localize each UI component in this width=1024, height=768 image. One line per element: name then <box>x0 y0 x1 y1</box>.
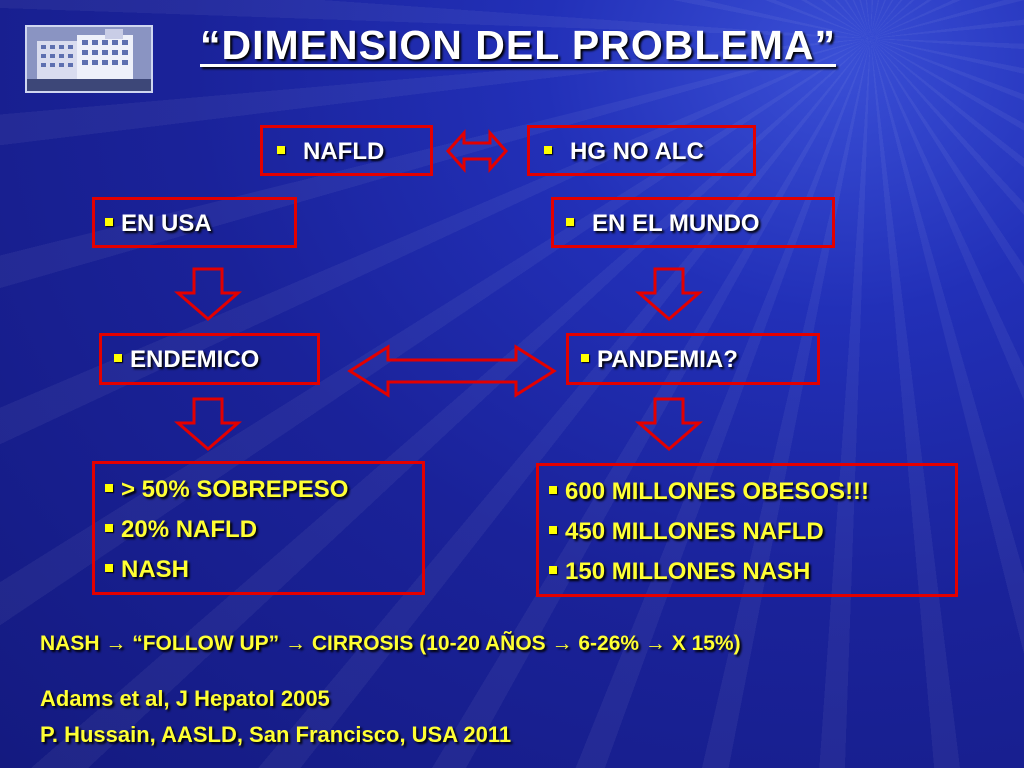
en-el-mundo-label: EN EL MUNDO <box>592 210 760 237</box>
box-world-stats: 600 MILLONES OBESOS!!! 450 MILLONES NAFL… <box>536 463 958 597</box>
box-pandemia: PANDEMIA? <box>566 333 820 385</box>
pandemia-label: PANDEMIA? <box>597 346 738 373</box>
bullet-icon <box>549 485 557 494</box>
down-arrow-icon <box>173 397 243 451</box>
bullet-icon <box>105 217 113 226</box>
bullet-icon <box>105 563 113 572</box>
box-hg-no-alc: HG NO ALC <box>527 125 756 176</box>
list-item: 600 MILLONES OBESOS!!! <box>549 478 869 506</box>
summary-range: 6-26% <box>578 632 640 655</box>
reference-1: Adams et al, J Hepatol 2005 <box>40 686 330 711</box>
down-arrow-icon <box>173 267 243 321</box>
bullet-icon <box>105 523 113 532</box>
bullet-icon <box>544 145 552 154</box>
list-item: 150 MILLONES NASH <box>549 558 810 586</box>
bullet-icon <box>105 483 113 492</box>
list-item: NASH <box>105 556 189 584</box>
box-usa-stats: > 50% SOBREPESO 20% NAFLD NASH <box>92 461 425 595</box>
summary-cirrosis: CIRROSIS (10-20 AÑOS <box>311 632 546 655</box>
hospital-building-icon <box>27 27 151 91</box>
box-nafld: NAFLD <box>260 125 433 176</box>
summary-line: NASH → “FOLLOW UP” → CIRROSIS (10-20 AÑO… <box>40 632 741 656</box>
bullet-icon <box>277 145 285 154</box>
endemico-label: ENDEMICO <box>130 346 260 373</box>
summary-rate: X 15%) <box>671 632 741 655</box>
box-en-el-mundo: EN EL MUNDO <box>551 197 835 248</box>
list-item: 450 MILLONES NAFLD <box>549 518 824 546</box>
bullet-icon <box>114 353 122 362</box>
box-endemico: ENDEMICO <box>99 333 320 385</box>
double-arrow-icon <box>445 129 509 173</box>
hospital-logo <box>25 25 153 93</box>
summary-nash: NASH <box>40 632 100 655</box>
right-arrow-icon: → <box>644 632 666 655</box>
down-arrow-icon <box>634 397 704 451</box>
right-arrow-icon: → <box>285 632 307 655</box>
right-arrow-icon: → <box>105 632 127 655</box>
bullet-icon <box>549 565 557 574</box>
en-usa-label: EN USA <box>121 210 212 237</box>
bullet-icon <box>549 525 557 534</box>
bullet-icon <box>581 353 589 362</box>
double-arrow-icon <box>347 344 557 398</box>
bullet-icon <box>566 217 574 226</box>
summary-follow-up: “FOLLOW UP” <box>132 632 280 655</box>
list-item: 20% NAFLD <box>105 516 257 544</box>
right-arrow-icon: → <box>551 632 573 655</box>
down-arrow-icon <box>634 267 704 321</box>
box-en-usa: EN USA <box>92 197 297 248</box>
page-title: “DIMENSION DEL PROBLEMA” <box>200 22 836 68</box>
reference-2: P. Hussain, AASLD, San Francisco, USA 20… <box>40 722 512 747</box>
list-item: > 50% SOBREPESO <box>105 476 348 504</box>
nafld-label: NAFLD <box>303 138 385 165</box>
hg-no-alc-label: HG NO ALC <box>570 138 704 165</box>
